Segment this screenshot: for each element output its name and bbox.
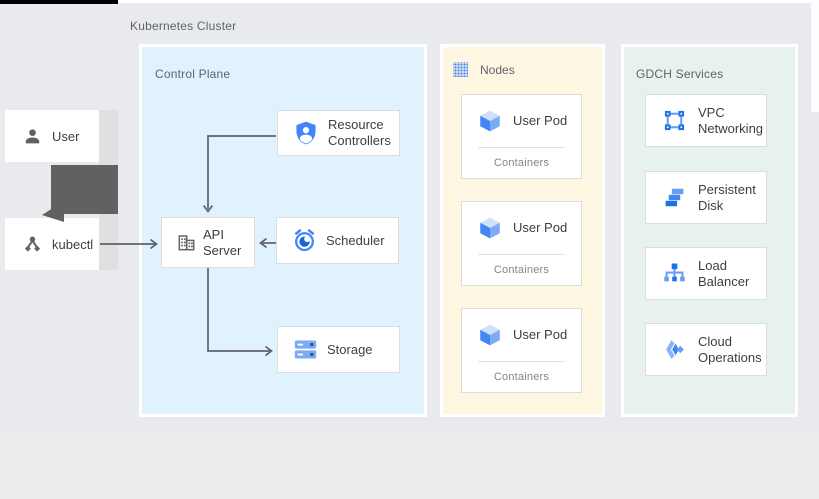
user-pod-label: User Pod [513,327,568,342]
user-pod-label: User Pod [513,113,568,128]
cloud-operations-icon [666,340,684,359]
cube-icon [480,217,500,239]
persistent-disk-label: Persistent Disk [698,181,756,213]
load-balancer-icon [664,263,685,282]
storage-box: Storage [277,326,400,373]
vpc-networking-label: VPC Networking [698,104,764,136]
divider [478,147,565,148]
kubectl-node: kubectl [5,218,99,270]
nodes-label: Nodes [480,62,515,77]
user-pod-box: User Pod Containers [461,201,582,286]
resource-controllers-label: Resource Controllers [328,117,391,148]
gdch-services-label: GDCH Services [636,67,724,81]
person-icon [25,128,40,143]
scheduler-box: Scheduler [276,217,399,264]
divider [478,361,565,362]
load-balancer-box: Load Balancer [645,247,767,300]
user-node: User [5,110,99,162]
api-server-box: API Server [161,217,255,268]
vpc-icon [664,110,685,131]
load-balancer-label: Load Balancer [698,257,750,289]
containers-label: Containers [493,157,550,169]
user-pod-box: User Pod Containers [461,94,582,179]
user-pod-main: User Pod [462,202,581,254]
control-plane-label: Control Plane [155,67,231,81]
user-label: User [52,128,80,144]
cube-icon [480,324,500,346]
top-left-black-strip [0,0,118,4]
alarm-clock-icon [294,229,315,252]
kubectl-label: kubectl [52,236,94,252]
cloud-operations-box: Cloud Operations [645,323,767,376]
dotted-grid-icon [453,62,468,77]
cloud-operations-label: Cloud Operations [698,333,762,365]
building-icon [178,235,195,251]
top-edge-strip [118,0,819,3]
left-boxes-shadow-strip [99,110,118,270]
persistent-disk-icon [665,188,684,207]
shield-person-icon [296,121,316,145]
containers-label: Containers [493,264,550,276]
cube-icon [480,110,500,132]
user-pod-label: User Pod [513,220,568,235]
nodes-panel-header: Nodes [453,62,515,77]
user-pod-box: User Pod Containers [461,308,582,393]
kubectl-icon [24,236,41,252]
top-right-corner [811,0,819,112]
user-pod-main: User Pod [462,309,581,361]
vpc-networking-box: VPC Networking [645,94,767,147]
containers-label: Containers [493,371,550,383]
resource-controllers-box: Resource Controllers [277,110,400,156]
divider [478,254,565,255]
user-pod-main: User Pod [462,95,581,147]
storage-disks-icon [294,340,317,359]
cluster-label: Kubernetes Cluster [130,19,237,33]
storage-label: Storage [327,341,373,357]
scheduler-label: Scheduler [326,232,385,248]
api-server-label: API Server [203,226,242,258]
persistent-disk-box: Persistent Disk [645,171,767,224]
